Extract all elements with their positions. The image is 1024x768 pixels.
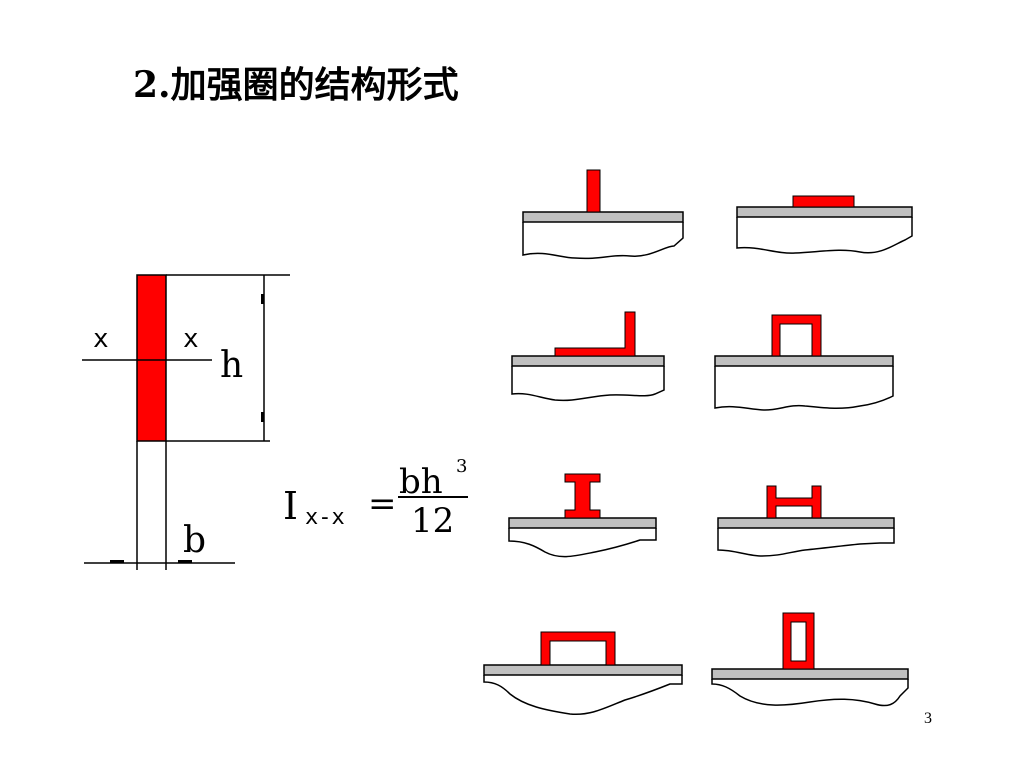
flat-bar-stiffener-icon (522, 169, 684, 260)
i-beam-stiffener-icon (508, 473, 657, 558)
h-section-stiffener-icon (717, 485, 895, 557)
axis-label-right: x (183, 324, 199, 354)
wide-hat-stiffener-icon (483, 631, 683, 716)
moment-of-inertia-formula: I x-x = bh 3 12 (283, 456, 468, 541)
height-arrow-bottom (261, 412, 264, 422)
formula-denominator: 12 (411, 501, 454, 541)
width-arrow-right (178, 560, 192, 563)
height-arrow-top (261, 294, 264, 304)
page-number: 3 (924, 710, 932, 727)
formula-equals: = (368, 484, 397, 524)
width-label: b (183, 520, 206, 561)
box-stiffener-icon (711, 612, 909, 707)
section-red-rectangle (136, 274, 167, 442)
angle-stiffener-icon (511, 311, 665, 402)
channel-stiffener-icon (714, 314, 894, 411)
slide-title: 2.加强圈的结构形式 (133, 64, 459, 106)
section-diagram: x x h b (82, 274, 290, 570)
formula-numerator: bh (399, 462, 443, 502)
axis-label-left: x (93, 324, 109, 354)
flat-plate-stiffener-icon (736, 195, 913, 254)
formula-lhs-main: I (283, 484, 298, 528)
width-arrow-left (110, 560, 124, 563)
formula-lhs-subscript: x-x (305, 505, 345, 530)
height-label: h (220, 345, 243, 386)
formula-numerator-exponent: 3 (456, 456, 467, 477)
